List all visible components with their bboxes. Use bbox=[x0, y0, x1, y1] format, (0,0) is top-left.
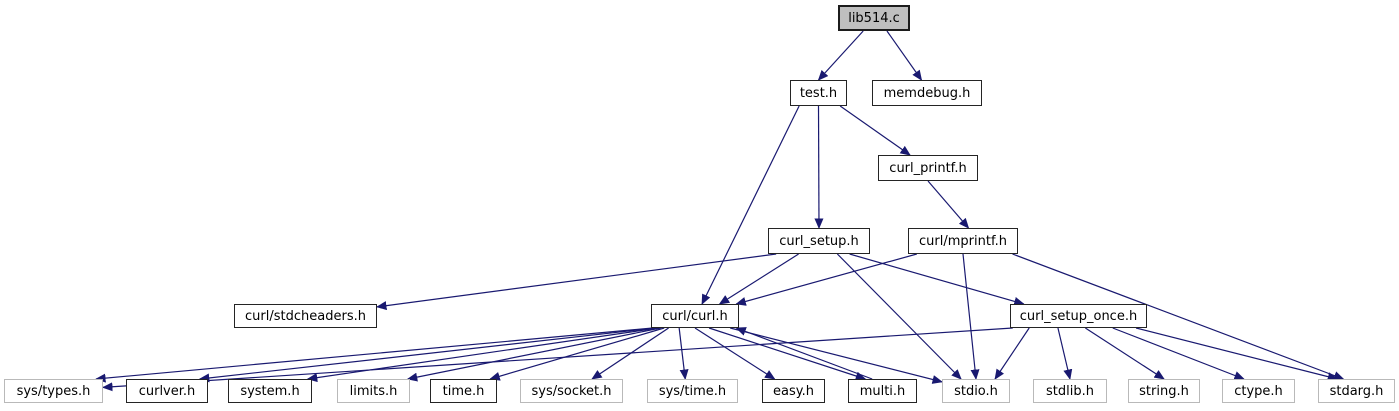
edge-curl-setup-once-h-to-string-h bbox=[1085, 327, 1165, 380]
edge-curl-curl-h-to-curlver-h bbox=[198, 327, 656, 383]
edge-curl-setup-once-h-to-stdarg-h bbox=[1135, 327, 1339, 382]
graph-node-curl-printf-h[interactable]: curl_printf.h bbox=[878, 155, 978, 181]
graph-node-multi-h[interactable]: multi.h bbox=[848, 379, 917, 403]
graph-node-stdarg-h: stdarg.h bbox=[1318, 379, 1395, 403]
edge-curl-curl-h-to-multi-h bbox=[708, 327, 867, 381]
graph-node-curl-mprintf-h[interactable]: curl/mprintf.h bbox=[908, 228, 1018, 254]
graph-node-ctype-h: ctype.h bbox=[1222, 379, 1295, 403]
graph-node-sys-types-h: sys/types.h bbox=[4, 379, 103, 403]
edge-test-h-to-curl-setup-h bbox=[814, 105, 824, 229]
graph-node-curl-stdcheaders-h[interactable]: curl/stdcheaders.h bbox=[234, 304, 377, 328]
graph-node-lib514-c: lib514.c bbox=[838, 5, 910, 31]
edge-curl-mprintf-h-to-curl-curl-h bbox=[735, 253, 917, 306]
edge-curl-setup-h-to-curl-stdcheaders-h bbox=[376, 253, 777, 311]
edge-curl-curl-h-to-sys-time-h bbox=[678, 327, 689, 380]
edge-curl-curl-h-to-easy-h bbox=[694, 327, 776, 380]
edge-test-h-to-curl-printf-h bbox=[839, 105, 911, 156]
edge-curl-setup-h-to-curl-setup-once-h bbox=[849, 253, 1025, 306]
edge-curl-curl-h-to-time-h bbox=[489, 327, 665, 381]
edge-lib514-c-to-test-h bbox=[817, 30, 864, 81]
graph-node-stdio-h: stdio.h bbox=[942, 379, 1010, 403]
edge-curl-mprintf-h-to-stdarg-h bbox=[1012, 253, 1345, 380]
graph-node-limits-h: limits.h bbox=[337, 379, 410, 403]
edge-lib514-c-to-memdebug-h bbox=[886, 30, 923, 81]
edge-curl-setup-once-h-to-stdlib-h bbox=[1057, 327, 1073, 380]
graph-node-curl-setup-h[interactable]: curl_setup.h bbox=[768, 228, 870, 254]
graph-node-sys-time-h: sys/time.h bbox=[647, 379, 738, 403]
edge-curl-printf-h-to-curl-mprintf-h bbox=[927, 180, 970, 229]
edge-curl-setup-h-to-stdio-h bbox=[836, 253, 962, 380]
graph-node-system-h[interactable]: system.h bbox=[228, 379, 312, 403]
edge-curl-setup-once-h-to-stdio-h bbox=[994, 327, 1030, 380]
edge-curl-curl-h-to-limits-h bbox=[406, 327, 661, 382]
edge-curl-setup-once-h-to-ctype-h bbox=[1112, 327, 1245, 380]
edge-curl-curl-h-to-system-h bbox=[306, 327, 659, 383]
graph-node-memdebug-h[interactable]: memdebug.h bbox=[872, 80, 982, 106]
graph-node-test-h[interactable]: test.h bbox=[790, 80, 847, 106]
graph-node-string-h: string.h bbox=[1128, 379, 1200, 403]
graph-node-easy-h[interactable]: easy.h bbox=[762, 379, 825, 403]
edge-curl-curl-h-to-stdio-h bbox=[730, 327, 943, 384]
graph-node-stdlib-h: stdlib.h bbox=[1033, 379, 1107, 403]
edge-curl-setup-once-h-to-sys-types-h bbox=[102, 327, 1013, 392]
edge-test-h-to-curl-curl-h bbox=[701, 105, 800, 305]
graph-node-time-h[interactable]: time.h bbox=[430, 379, 497, 403]
graph-node-sys-socket-h: sys/socket.h bbox=[520, 379, 623, 403]
edge-curl-curl-h-to-sys-types-h bbox=[95, 327, 653, 383]
graph-node-curl-setup-once-h[interactable]: curl_setup_once.h bbox=[1010, 304, 1147, 328]
edge-multi-h-to-curl-curl-h bbox=[735, 327, 873, 380]
edge-curl-setup-h-to-curl-curl-h bbox=[718, 253, 799, 305]
graph-node-curlver-h[interactable]: curlver.h bbox=[126, 379, 208, 403]
graph-node-curl-curl-h[interactable]: curl/curl.h bbox=[651, 304, 739, 328]
edge-curl-mprintf-h-to-stdio-h bbox=[962, 253, 980, 380]
